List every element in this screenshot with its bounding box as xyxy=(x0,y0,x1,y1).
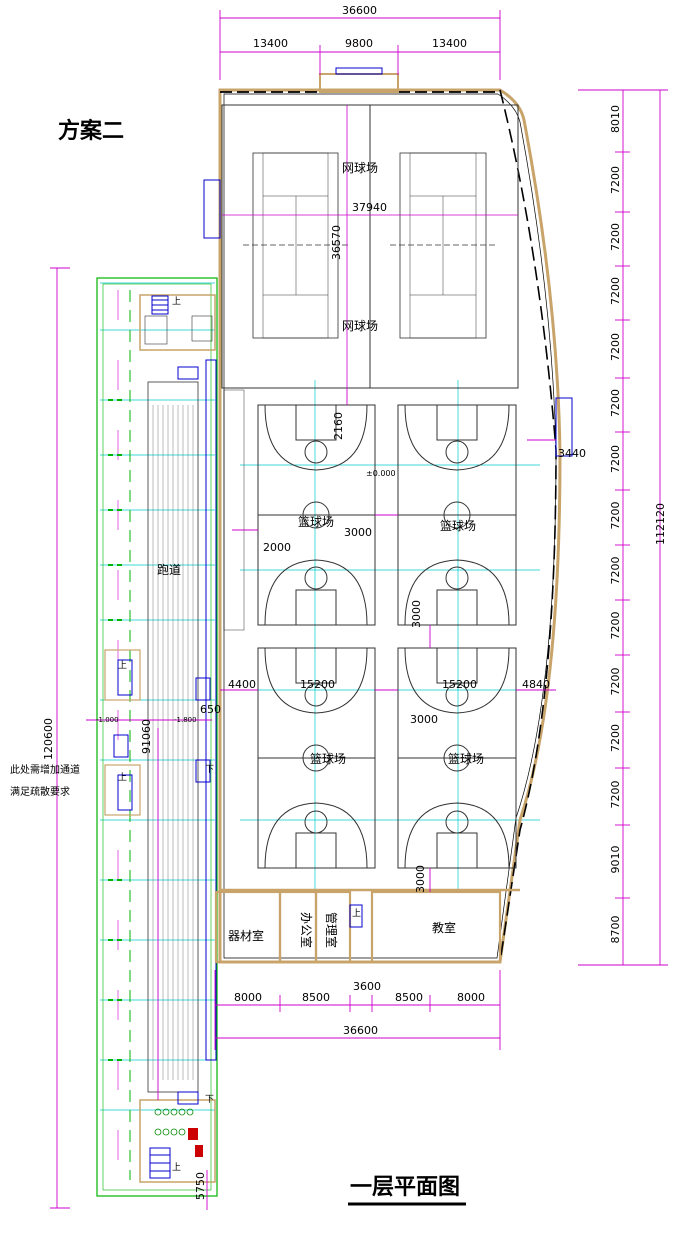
basketball-label-1: 篮球场 xyxy=(298,514,334,529)
room-management: 管理室 xyxy=(324,912,339,948)
tennis-dim-w: 37940 xyxy=(352,201,387,214)
stair-up-3: 上 xyxy=(118,772,127,783)
dim-15200-a: 15200 xyxy=(300,678,335,691)
basketball-courts xyxy=(257,404,517,869)
bottom-dim-2: 8500 xyxy=(302,991,330,1004)
right-dim-segment: 7200 xyxy=(609,502,622,530)
tennis-label-top: 网球场 xyxy=(342,161,378,175)
tennis-court-area xyxy=(221,104,519,389)
dim-5750: 5750 xyxy=(194,1172,207,1200)
note-line-1: 此处需增加通道 xyxy=(10,763,80,776)
right-dim-segment: 7200 xyxy=(609,781,622,809)
room-equipment: 器材室 xyxy=(228,928,264,943)
dim-4400: 4400 xyxy=(228,678,256,691)
bottom-dim-1: 8000 xyxy=(234,991,262,1004)
right-dim-segment: 9010 xyxy=(609,846,622,874)
stair-down-1: 下 xyxy=(205,765,214,775)
dim-3000-c: 3000 xyxy=(410,713,438,726)
top-dim-left: 13400 xyxy=(253,37,288,50)
stairs-bottom xyxy=(139,1091,216,1183)
axis-lines xyxy=(100,282,540,1111)
right-dim-segment: 7200 xyxy=(609,277,622,305)
labels: 方案二 36600 13400 9800 13400 网球场 网球场 37940… xyxy=(10,4,667,1206)
basketball-label-2: 篮球场 xyxy=(440,518,476,533)
tennis-label-bottom: 网球场 xyxy=(342,319,378,333)
bottom-dim-3: 3600 xyxy=(353,980,381,993)
level-neg1: -1.000 xyxy=(96,716,119,724)
dimension-lines xyxy=(50,10,668,1210)
stair-down-2: 下 xyxy=(205,1095,214,1105)
right-dim-segment: 7200 xyxy=(609,389,622,417)
basketball-label-4: 篮球场 xyxy=(448,751,484,766)
stair-up-2: 上 xyxy=(118,660,127,671)
bottom-rooms xyxy=(214,890,502,964)
right-dim-total: 112120 xyxy=(654,503,667,545)
stairs-mid xyxy=(104,649,211,816)
stair-up-1: 上 xyxy=(172,296,181,307)
right-dim-segment: 8010 xyxy=(609,105,622,133)
right-dimension-labels: 8010 7200 7200 7200 7200 7200 7200 7200 7200 7200… xyxy=(609,105,622,944)
bottom-dim-overall: 36600 xyxy=(343,1024,378,1037)
top-dim-right: 13400 xyxy=(432,37,467,50)
dim-91060: 91060 xyxy=(140,719,153,754)
track-wing xyxy=(96,277,245,1197)
right-dim-segment: 7200 xyxy=(609,445,622,473)
stairs-top xyxy=(139,294,216,380)
right-dim-segment: 7200 xyxy=(609,612,622,640)
scheme-title: 方案二 xyxy=(58,118,124,144)
main-hall-walls xyxy=(203,67,573,964)
dim-3000-d: 3000 xyxy=(414,865,427,893)
right-dim-segment: 7200 xyxy=(609,333,622,361)
level-mark: ±0.000 xyxy=(366,469,396,478)
dim-2000: 2000 xyxy=(263,541,291,554)
right-dim-segment: 7200 xyxy=(609,668,622,696)
right-dim-segment: 8700 xyxy=(609,916,622,944)
dim-3000-b: 3000 xyxy=(410,600,423,628)
right-dim-segment: 7200 xyxy=(609,166,622,194)
right-dim-segment: 7200 xyxy=(609,724,622,752)
dim-650: 650 xyxy=(200,703,221,716)
bottom-dim-4: 8500 xyxy=(395,991,423,1004)
dim-15200-b: 15200 xyxy=(442,678,477,691)
top-dim-mid: 9800 xyxy=(345,37,373,50)
bottom-dim-5: 8000 xyxy=(457,991,485,1004)
room-office: 办公室 xyxy=(299,912,314,948)
dim-3000-a: 3000 xyxy=(344,526,372,539)
stair-up-4: 上 xyxy=(352,908,361,919)
note-line-2: 满足疏散要求 xyxy=(10,785,70,798)
top-dim-overall: 36600 xyxy=(342,4,377,17)
track-label: 跑道 xyxy=(157,563,181,577)
dim-4840: 4840 xyxy=(522,678,550,691)
stair-up-5: 上 xyxy=(172,1162,181,1173)
level-neg2: -1.800 xyxy=(174,716,197,724)
dim-3440: 3440 xyxy=(558,447,586,460)
dim-120600: 120600 xyxy=(42,718,55,760)
tennis-dim-h: 36570 xyxy=(330,225,343,260)
dim-2160: 2160 xyxy=(332,412,345,440)
drawing-title: 一层平面图 xyxy=(350,1175,460,1200)
right-dim-segment: 7200 xyxy=(609,557,622,585)
room-classroom: 教室 xyxy=(432,920,456,935)
basketball-label-3: 篮球场 xyxy=(310,751,346,766)
right-dim-segment: 7200 xyxy=(609,223,622,251)
